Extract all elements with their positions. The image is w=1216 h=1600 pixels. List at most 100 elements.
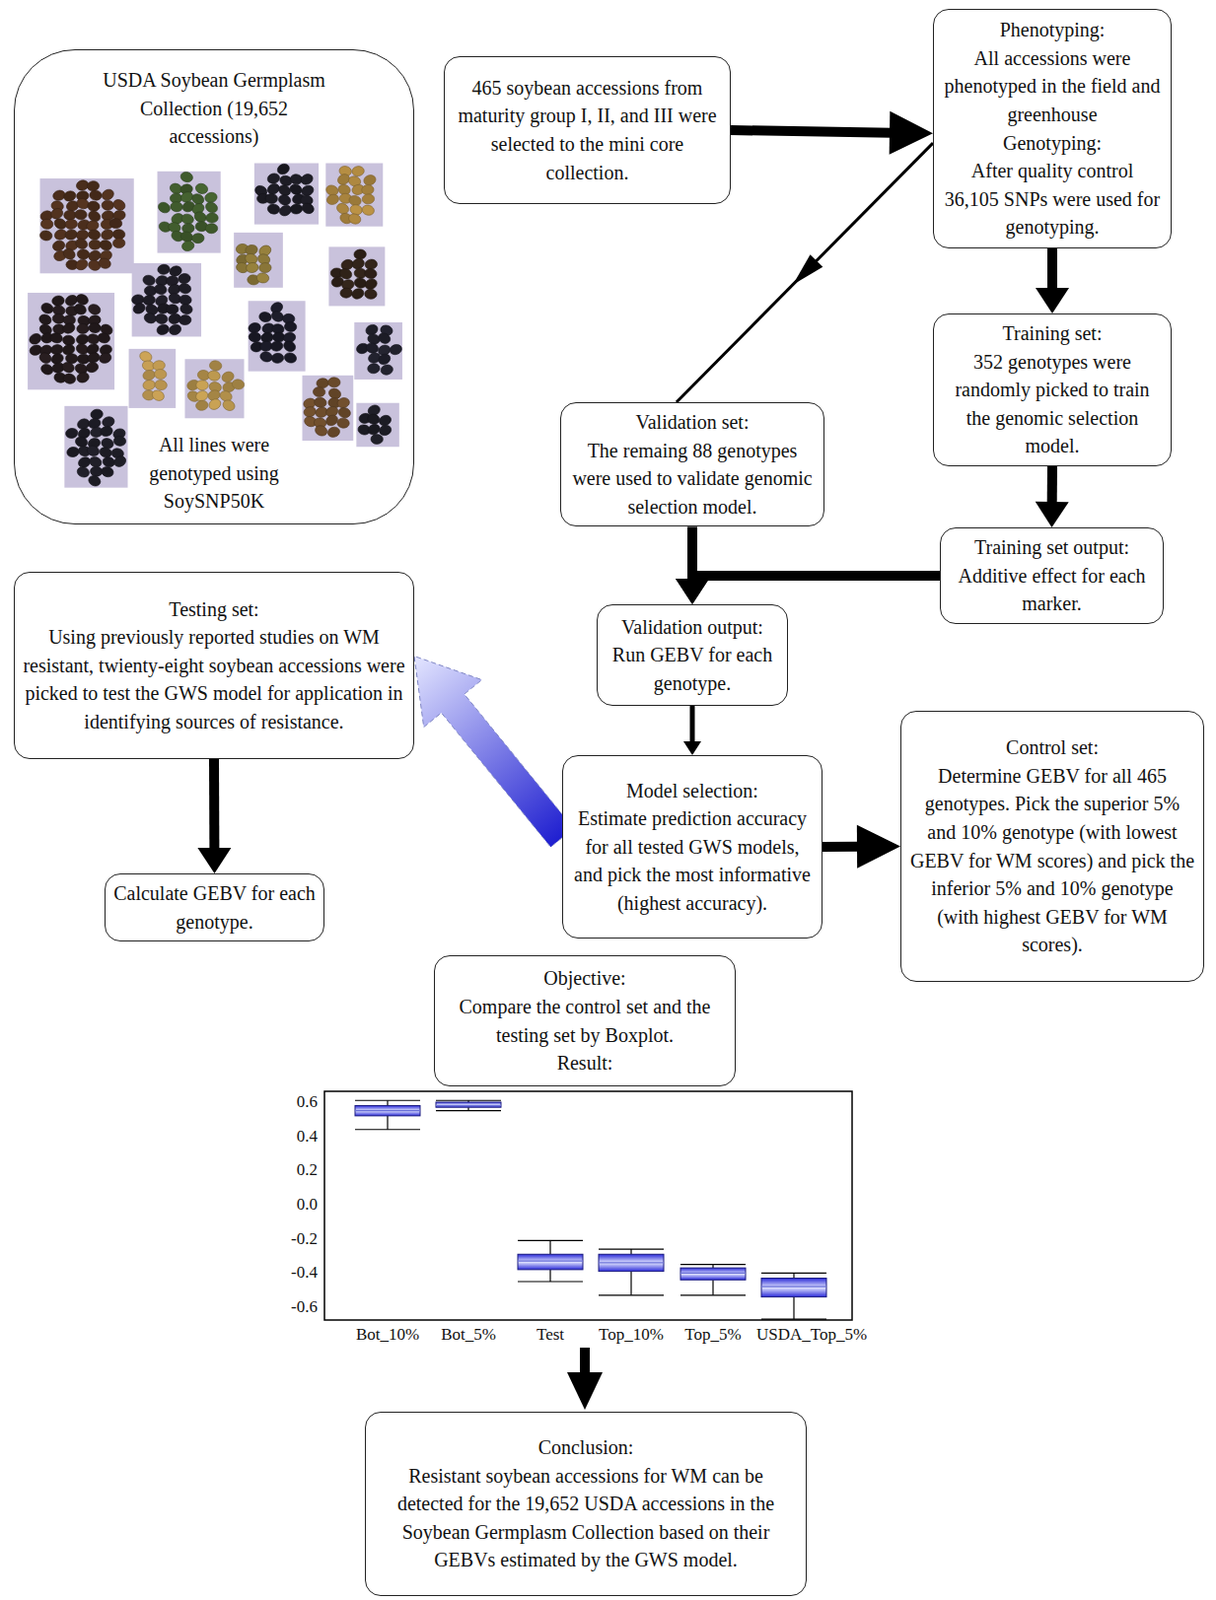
- seed: [207, 369, 221, 382]
- whisker-cap: [517, 1240, 583, 1242]
- seed: [40, 218, 54, 230]
- arrow-head: [675, 578, 710, 605]
- seed: [325, 193, 341, 207]
- seed: [178, 314, 192, 326]
- whisker-cap: [598, 1294, 664, 1296]
- seed: [366, 362, 381, 375]
- whisker-cap: [517, 1281, 583, 1283]
- box: [680, 1268, 746, 1281]
- seed: [196, 380, 210, 391]
- photo-ground: [132, 263, 202, 338]
- seed: [86, 180, 101, 192]
- process-box: Calculate GEBV for each genotype.: [104, 873, 325, 942]
- seed: [366, 413, 381, 426]
- seed: [66, 445, 80, 458]
- arrow-head: [792, 254, 823, 286]
- whisker-cap: [435, 1100, 501, 1102]
- tick-label: -0.4: [258, 1261, 318, 1286]
- tick-label: 0.2: [258, 1158, 318, 1183]
- tick-label: 0.4: [258, 1125, 318, 1149]
- seed: [87, 322, 101, 334]
- arrow-head: [567, 1372, 603, 1411]
- seed: [101, 200, 115, 211]
- seed-photo: [356, 403, 399, 448]
- seed: [76, 249, 90, 261]
- photo-ground: [157, 171, 221, 254]
- arrow-shaft: [209, 759, 219, 851]
- seed: [271, 353, 286, 364]
- category-label: Bot_5%: [394, 1323, 543, 1348]
- seed: [88, 189, 103, 201]
- connector: [197, 759, 231, 874]
- seed: [361, 193, 375, 205]
- seed: [64, 218, 78, 231]
- whisker-cap: [435, 1110, 501, 1112]
- seed: [99, 187, 116, 203]
- node-text: Phenotyping:: [941, 15, 1163, 45]
- node-text: 465 soybean accessions from maturity gro…: [452, 73, 722, 187]
- connector: [730, 111, 933, 155]
- seed: [73, 257, 90, 273]
- boxplot: [761, 1273, 827, 1320]
- photo-ground: [233, 232, 284, 288]
- seed: [86, 200, 101, 213]
- whisker: [386, 1116, 388, 1131]
- seed: [165, 304, 179, 315]
- arrow-head: [197, 848, 231, 874]
- photo-ground: [325, 163, 383, 227]
- whisker: [630, 1249, 632, 1255]
- node-text: Result:: [442, 1049, 727, 1078]
- seed-photo: [156, 170, 221, 254]
- median: [435, 1105, 501, 1107]
- seed: [248, 331, 262, 343]
- median: [761, 1287, 827, 1288]
- tick-label: -0.2: [258, 1227, 318, 1252]
- whisker-cap: [680, 1264, 746, 1266]
- seed: [89, 466, 103, 478]
- process-box: Control set:Determine GEBV for all 465 g…: [900, 711, 1205, 983]
- seed: [109, 217, 123, 229]
- seed-photo: [302, 375, 355, 441]
- node-text: Training set output:: [948, 533, 1155, 563]
- seed: [177, 282, 192, 295]
- seed-photo: [328, 246, 385, 306]
- boxplot: [435, 1100, 501, 1111]
- seed: [283, 351, 298, 364]
- chart-frame: [324, 1091, 853, 1321]
- seed: [267, 203, 282, 215]
- node-text: Run GEBV for each genotype.: [605, 641, 780, 698]
- seed: [61, 360, 76, 375]
- connector: [414, 656, 574, 849]
- boxplot: [355, 1100, 421, 1130]
- seed: [258, 262, 272, 273]
- seed: [194, 182, 210, 196]
- seed: [39, 301, 55, 316]
- connector: [1035, 248, 1070, 314]
- seed: [336, 418, 350, 430]
- arrow-head: [1035, 501, 1070, 528]
- photo-ground: [354, 322, 403, 380]
- seed: [324, 413, 341, 429]
- seed-photo: [27, 292, 115, 391]
- box: [355, 1105, 421, 1116]
- process-box: Validation set:The remaing 88 genotypes …: [560, 402, 825, 527]
- whisker-cap: [761, 1273, 827, 1275]
- seed: [169, 201, 184, 213]
- seed: [49, 207, 65, 221]
- seed: [112, 237, 126, 248]
- seed: [177, 273, 192, 286]
- whisker: [792, 1273, 794, 1279]
- seed: [51, 294, 66, 307]
- arrow-shaft: [690, 706, 696, 744]
- connector: [1035, 466, 1070, 528]
- median: [517, 1261, 583, 1263]
- seed: [72, 301, 89, 317]
- seed: [73, 236, 89, 251]
- process-box: Model selection:Estimate prediction accu…: [562, 755, 823, 939]
- seed: [61, 246, 77, 262]
- node-text: Resistant soybean accessions for WM can …: [373, 1462, 798, 1575]
- seed: [112, 454, 129, 470]
- category-label: Bot_10%: [313, 1323, 462, 1348]
- seed: [272, 332, 286, 343]
- photo-ground: [27, 292, 115, 390]
